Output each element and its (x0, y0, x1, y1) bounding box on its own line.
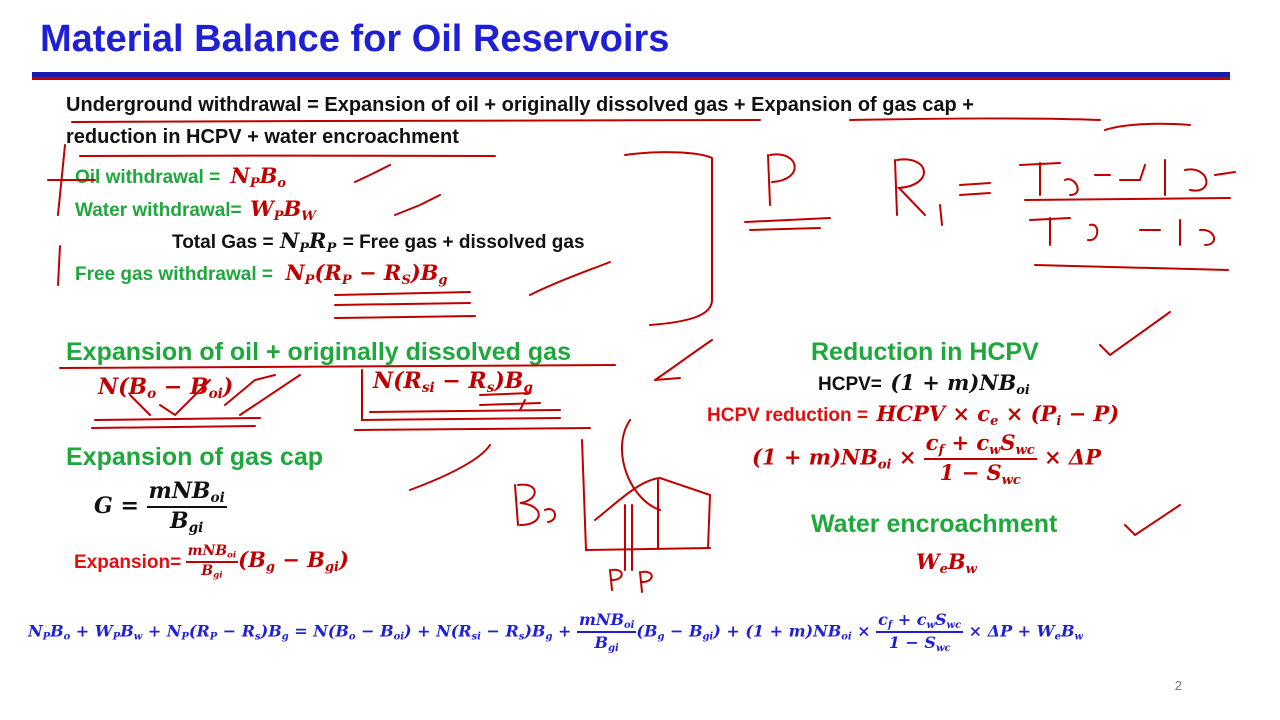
ink-pp-text (609, 568, 653, 593)
hcpv-heading: Reduction in HCPV (811, 338, 1039, 366)
total-gas-label: Total Gas = (172, 232, 274, 253)
water-withdrawal-label: Water withdrawal= (75, 200, 242, 221)
ink-curve-gas-cap (409, 399, 526, 491)
hcpv-reduction-formula: HCPV × ce × (Pi − P) (876, 401, 1120, 429)
ink-arrow-curve (621, 339, 713, 511)
ink-check-water (394, 194, 441, 216)
ink-check-top-right (1104, 122, 1191, 131)
title-rule-blue (32, 72, 1230, 77)
free-gas-label: Free gas withdrawal = (75, 264, 273, 285)
withdrawal-definition-line1: Underground withdrawal = Expansion of oi… (66, 94, 974, 116)
ink-bo-text (514, 483, 556, 526)
page-number: 2 (1174, 678, 1182, 693)
ink-check-water-enc (1124, 504, 1181, 537)
oil-withdrawal-label: Oil withdrawal = (75, 167, 221, 188)
ink-fraction-bar (1024, 197, 1231, 201)
ink-check-marks-oil (129, 374, 301, 417)
ink-letter-p (767, 153, 796, 206)
total-gas-row: Total Gas = NPRP = Free gas + dissolved … (172, 228, 585, 256)
free-gas-row: Free gas withdrawal = NP(RP − RS)Bg (75, 260, 448, 288)
ink-underline-oil-exp (91, 417, 261, 429)
total-gas-rest: = Free gas + dissolved gas (342, 232, 585, 253)
ink-p-underline (744, 217, 831, 231)
withdrawal-definition-line2: reduction in HCPV + water encroachment (66, 126, 459, 148)
free-gas-formula: NP(RP − RS)Bg (285, 260, 448, 288)
expansion-label: Expansion= (74, 551, 182, 573)
gas-cap-heading: Expansion of gas cap (66, 443, 324, 471)
hcpv-reduction-row: HCPV reduction = HCPV × ce × (Pi − P) (707, 401, 1119, 429)
ink-check-freegas (529, 261, 611, 296)
dissolved-gas-formula: N(Rsi − Rs)Bg (373, 368, 533, 397)
ink-rp-letters (894, 158, 991, 226)
ink-plot-curve (594, 476, 712, 549)
hcpv-formula: (1 + m)NBoi (890, 370, 1030, 398)
ink-underline-gascap (849, 117, 1101, 121)
ink-box-dissolved (354, 369, 591, 431)
total-gas-formula: NPRP (280, 228, 337, 256)
material-balance-equation: NPBo + WPBw + NP(RP − Rs)Bg = N(Bo − Boi… (28, 610, 1083, 654)
hcpv-row: HCPV= (1 + m)NBoi (818, 370, 1030, 398)
ink-check-hcpv (1099, 311, 1171, 357)
ink-underline-free-gas (334, 291, 476, 319)
expansion-oil-heading: Expansion of oil + originally dissolved … (66, 338, 571, 366)
ink-bottom-bar (1034, 264, 1229, 271)
ink-underline-expansion (59, 364, 616, 369)
water-withdrawal-row: Water withdrawal= WPBW (75, 196, 316, 224)
title-rule-red (32, 77, 1230, 80)
hcpv-reduction-label: HCPV reduction = (707, 405, 868, 426)
ink-oil-text (1029, 217, 1215, 246)
ink-bracket-left (47, 144, 96, 286)
ink-check-oil (354, 164, 391, 183)
page-title: Material Balance for Oil Reservoirs (40, 18, 670, 60)
oil-withdrawal-formula: NPBo (230, 163, 287, 191)
hcpv-label: HCPV= (818, 374, 882, 395)
ink-underline-withdrawal (71, 119, 761, 123)
ink-plot-axis (581, 439, 711, 552)
water-encroachment-formula: WeBw (916, 549, 977, 577)
ink-plot-vertical (624, 479, 659, 571)
ink-total-text (1019, 159, 1236, 196)
oil-withdrawal-row: Oil withdrawal = NPBo (75, 163, 286, 191)
oil-expansion-formula: N(Bo − Boi) (98, 374, 234, 403)
water-withdrawal-formula: WPBW (250, 196, 316, 224)
water-heading: Water encroachment (811, 510, 1058, 538)
ink-right-bracket (624, 151, 713, 326)
